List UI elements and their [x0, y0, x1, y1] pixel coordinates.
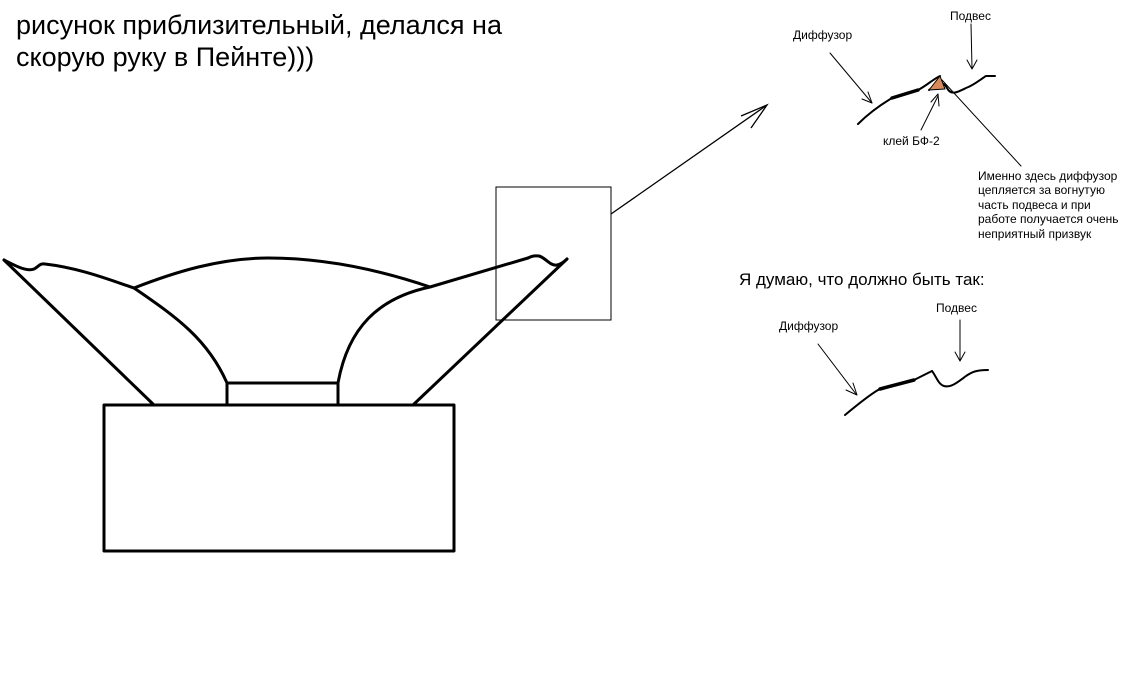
speaker-cross-section	[2, 254, 569, 553]
proposed-arrow-diffuser-head	[845, 382, 858, 396]
arrow-note	[941, 79, 1022, 167]
zoom-arrow	[610, 104, 768, 215]
arrow-diffuser-head	[861, 91, 873, 104]
diagram-title: рисунок приблизительный, делался на скор…	[16, 9, 502, 73]
cone-left-outer	[2, 258, 156, 407]
proposal-heading: Я думаю, что должно быть так:	[739, 270, 985, 289]
glue-fill	[928, 75, 946, 91]
detail-current	[829, 23, 1022, 167]
dust-cap	[132, 256, 432, 290]
proposed-diffuser-line	[844, 385, 891, 416]
glue-label: клей БФ-2	[883, 134, 940, 148]
detail-diffuser-line	[857, 91, 913, 125]
detail-diffuser-tip	[917, 75, 941, 91]
title-line-1: рисунок приблизительный, делался на	[16, 10, 502, 40]
proposed-diffuser-tip	[913, 370, 933, 381]
voice-coil-former	[225, 381, 340, 407]
detail-suspension-label: Подвес	[950, 9, 991, 23]
note-line-3: часть подвеса и при	[978, 197, 1091, 212]
zoom-arrowhead	[740, 103, 769, 129]
arrow-glue	[920, 95, 939, 131]
proposal-diffuser-label: Диффузор	[779, 319, 839, 333]
note-line-5: неприятный призвук	[978, 226, 1092, 241]
proposal-suspension-label: Подвес	[936, 301, 977, 315]
problem-note: Именно здесь диффузор цепляется за вогну…	[978, 169, 1119, 241]
zoom-indicator	[495, 103, 769, 321]
magnet-block	[102, 403, 456, 553]
proposed-arrow-diffuser	[817, 343, 857, 395]
cone-right-outer	[411, 257, 569, 407]
detail-diffuser-thick	[890, 88, 920, 100]
arrow-suspension	[970, 23, 973, 69]
proposed-suspension-line	[931, 369, 989, 388]
detail-proposed	[817, 319, 989, 416]
surround-left	[2, 258, 136, 290]
note-line-2: цепляется за вогнутую	[978, 183, 1105, 198]
cone-right-inner	[336, 256, 530, 385]
arrow-glue-head	[930, 93, 940, 107]
arrow-diffuser	[829, 52, 873, 104]
arrow-suspension-head	[966, 59, 978, 70]
proposed-arrow-suspension-head	[954, 351, 966, 362]
cone-left-inner	[132, 286, 229, 385]
title-line-2: скорую руку в Пейнте)))	[16, 42, 315, 72]
proposed-diffuser-thick	[878, 378, 916, 391]
surround-right	[526, 254, 569, 267]
detail-diffuser-label: Диффузор	[793, 28, 853, 42]
note-line-4: работе получается очень	[978, 212, 1119, 227]
zoom-box	[495, 186, 612, 321]
note-line-1: Именно здесь диффузор	[978, 169, 1118, 183]
